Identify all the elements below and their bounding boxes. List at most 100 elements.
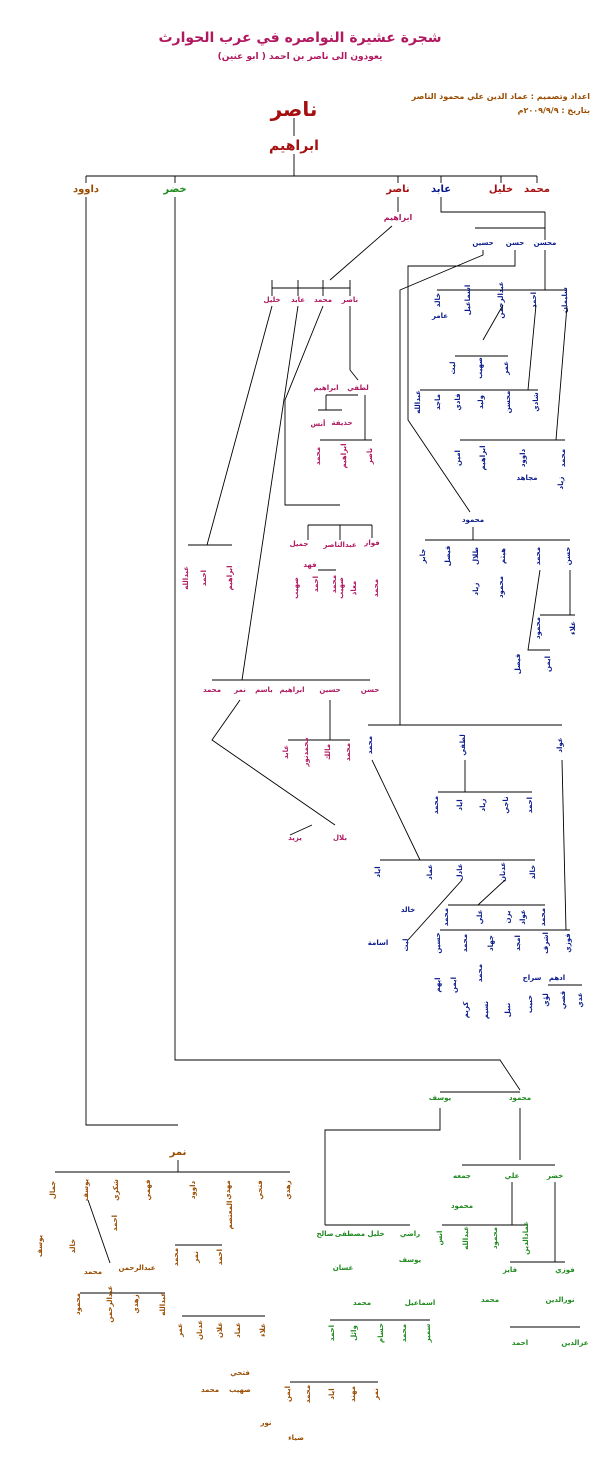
tree-node: امين [454,450,462,466]
tree-node: محمد [476,964,484,982]
tree-node: عبدالله [414,390,422,414]
tree-connector [289,824,313,836]
tree-node: محمد [481,1296,499,1304]
tree-node: عماد [234,1322,242,1338]
tree-connector [527,569,550,651]
tree-node: يوسف [399,1256,422,1264]
tree-node: قصي [559,990,567,1009]
tree-node: ادهم [549,974,565,982]
tree-node: نور [259,1419,271,1427]
tree-node: عادل [456,863,464,880]
tree-node: فادي [454,393,462,411]
tree-node: محمود [534,617,542,639]
tree-connector [85,197,178,1126]
tree-node: محمد [304,1385,312,1403]
tree-node: كريم [462,1001,470,1018]
tree-node: عدنان [499,862,507,882]
top-row-node: ناصر [385,184,409,195]
tree-node: جابر [419,549,427,565]
tree-node: علاء [569,621,577,635]
tree-node: محمود [451,1202,473,1210]
tree-connector [206,305,273,546]
tree-node: يوسف [429,1094,452,1102]
tree-node: فيصل [444,545,452,566]
tree-node: فايز [502,1266,518,1274]
tree-node: ابراهيم [340,444,348,469]
tree-node: حسام [377,1323,385,1343]
tree-node: احمد [526,797,534,813]
tree-node: احمد [312,576,320,592]
tree-node: فواز [363,539,380,547]
tree-node: نمر [192,1251,200,1264]
tree-node: علان [216,1322,224,1338]
tree-connector [440,197,545,213]
tree-node: راضي [400,1230,420,1238]
tree-node: بلال [333,834,347,842]
tree-node: شكري [112,1179,120,1201]
tree-node: مهدي [224,1180,232,1199]
tree-node: اياد [328,1388,336,1399]
tree-node: نمر [372,1388,380,1401]
tree-node: عبدالناصر [322,541,357,549]
tree-node: ابراهيم [314,384,339,392]
tree-node: صهيب [337,577,345,599]
tree-node: امجد [514,935,522,951]
tree-node: غسان [333,1264,354,1272]
tree-node: ابراهيم [226,566,234,591]
tree-node: عدي [576,992,584,1007]
tree-connector [241,305,299,681]
page-subtitle: يعودون الى ناصر بن احمد ( ابو عنين) [217,52,383,62]
tree-node: يوسف [36,1235,44,1258]
tree-node: ليث [449,361,457,374]
tree-node: نسيم [482,1001,490,1019]
tree-node: لؤي [542,993,550,1007]
tree-node: يزن [504,910,512,923]
tree-node: اياد [456,799,464,810]
tree-node: حسن [361,686,379,694]
tree-node: مهند [349,1386,357,1402]
tree-node: محمد [442,908,450,926]
tree-node: فهد [303,561,317,569]
tree-node: ماجد [434,394,442,410]
tree-node: اسماعيل [464,285,472,316]
tree-node: خالد [434,293,442,307]
tree-node: عبدالله [182,566,190,590]
tree-node: عواد [519,909,527,924]
tree-node: عمر [502,361,510,376]
tree-node: خالد [69,1239,77,1253]
tree-node: المعتصم [226,1201,234,1230]
tree-node: محمد [432,796,440,814]
tree-node: اسامة [368,939,389,947]
tree-node: محمد [172,1248,180,1266]
tree-node: أنس [311,419,326,428]
tree-node: ناجي [502,796,510,814]
tree-node: عواد [556,737,564,752]
root-node: ناصر [270,97,318,121]
tree-node: ليث [402,938,410,951]
tree-node: وائل [350,1325,358,1341]
tree-node: محمد [330,575,338,593]
tree-node: خليل [263,296,280,304]
date-text: بتاريخ : ٢٠٠٩/٩/٩م [517,106,590,115]
tree-node: لطفي [347,384,369,392]
tree-node: علي [476,909,484,924]
tree-connector [407,879,463,941]
tree-node: عماد [426,864,434,880]
tree-node: محمد [372,579,380,597]
tree-node: جمال [49,1181,57,1199]
tree-connector [211,699,336,826]
tree-node: خضر [546,1172,563,1180]
tree-node: عابد [282,745,290,759]
tree-node: ضياء [288,1434,304,1442]
tree-node: ايمن [544,656,552,672]
tree-node: محمدنور [302,737,310,767]
tree-node: فتحي [230,1369,250,1377]
tree-node: عابد [291,296,305,304]
tree-node: زياد [557,477,565,490]
tree-connector [284,305,340,506]
tree-node: عزالدين [561,1339,588,1347]
tree-node: حسين [319,686,340,694]
tree-node: جهاد [487,935,495,951]
tree-node: حذيفة [332,419,353,427]
